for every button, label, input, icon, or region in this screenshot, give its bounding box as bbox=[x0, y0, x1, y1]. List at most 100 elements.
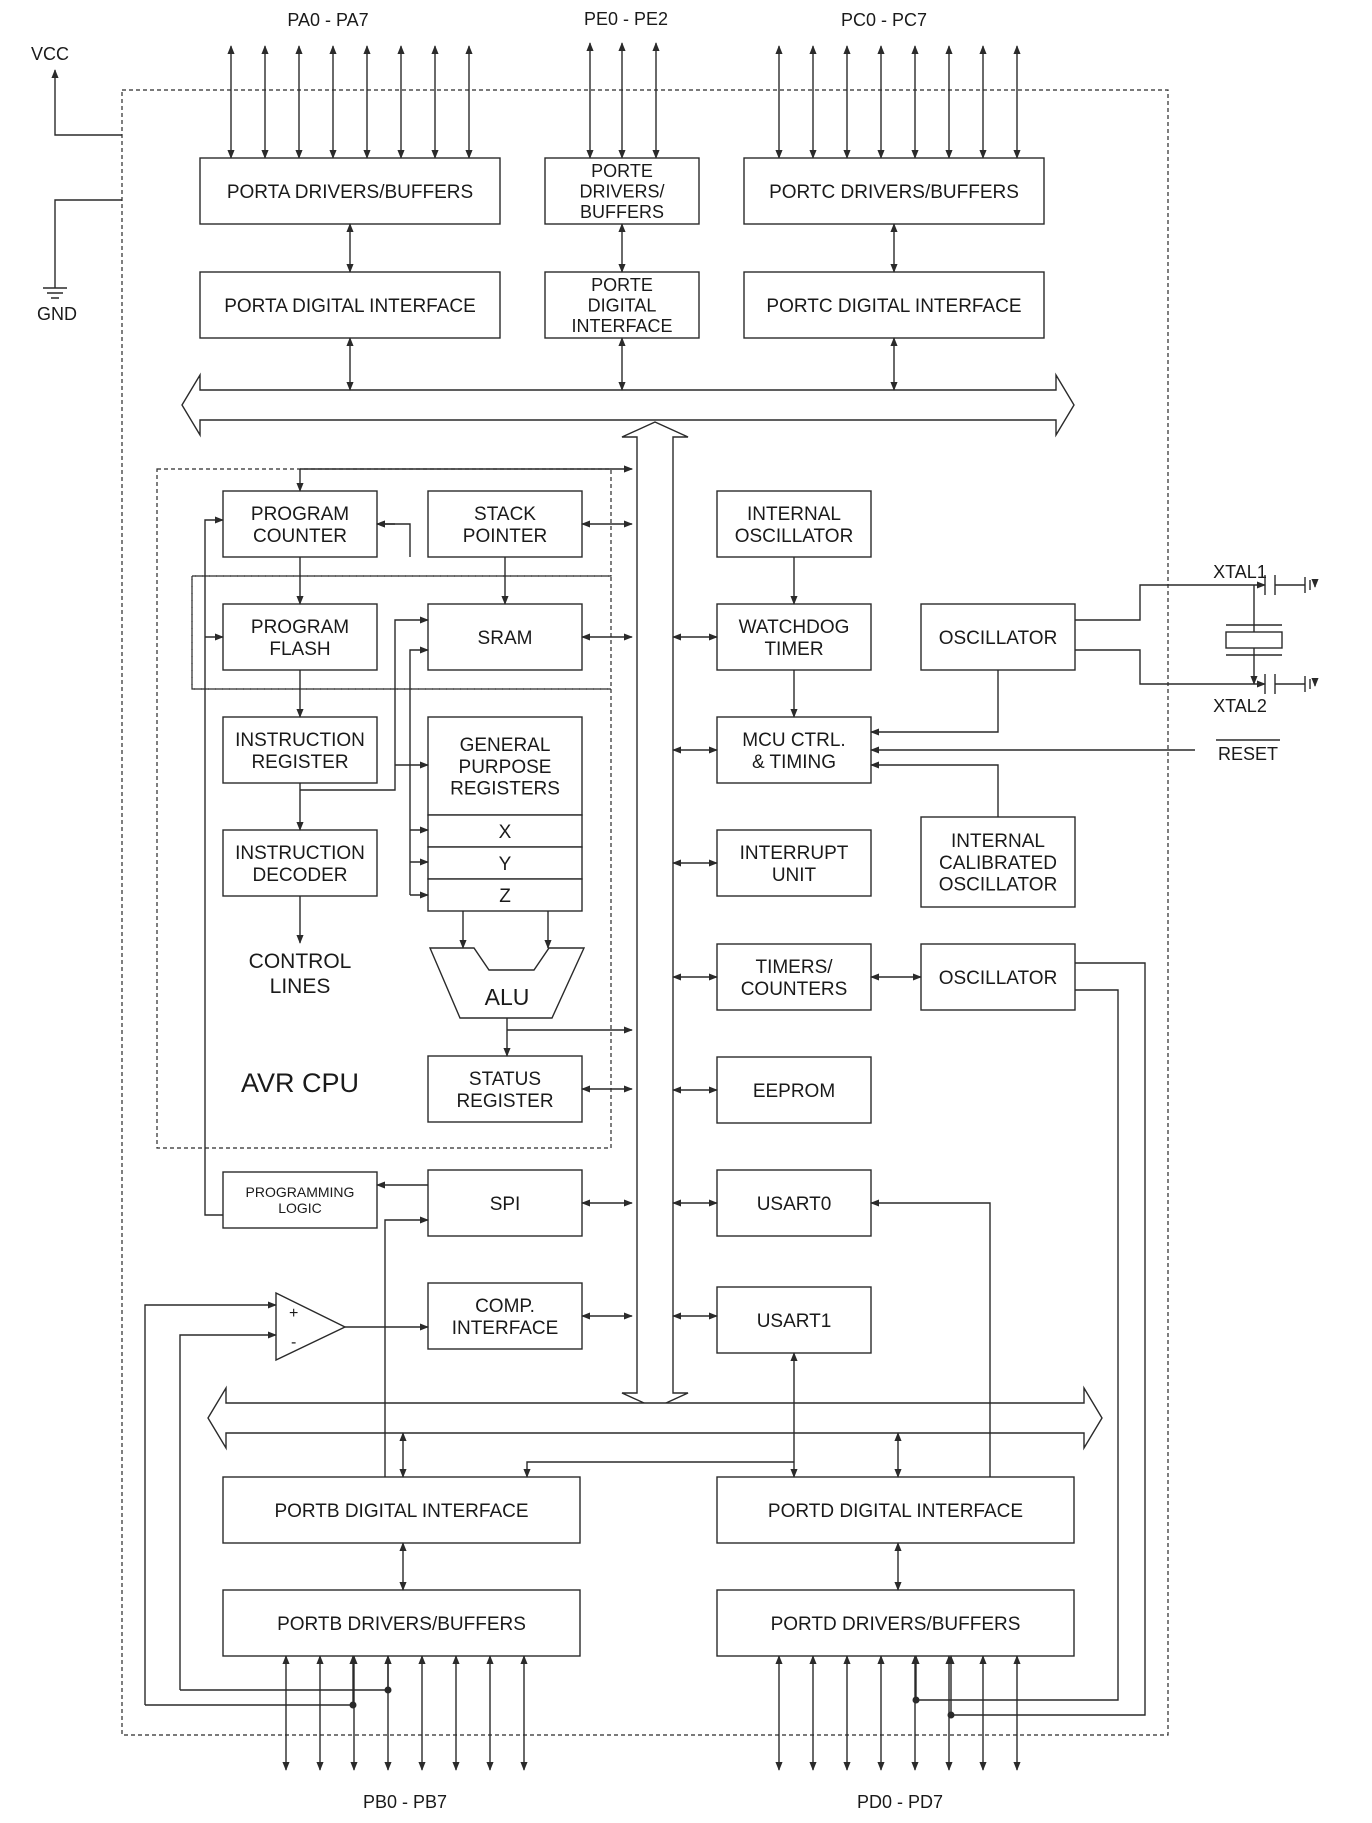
timers-counters-label: COUNTERS bbox=[741, 979, 848, 1000]
stack-pointer-box bbox=[427, 490, 583, 558]
portb-drivers-block: PORTB DRIVERS/BUFFERS bbox=[222, 1589, 581, 1657]
ain1-node bbox=[384, 1686, 392, 1694]
porta-drivers-label: PORTA DRIVERS/BUFFERS bbox=[227, 182, 473, 203]
watchdog-timer-label: WATCHDOG bbox=[739, 617, 850, 638]
z-to-sram bbox=[409, 646, 429, 895]
reg-z-label: Z bbox=[499, 886, 511, 907]
portc-pins bbox=[775, 45, 1021, 159]
porta-digital-block: PORTA DIGITAL INTERFACE bbox=[199, 271, 501, 339]
reg-x-block: X bbox=[427, 814, 583, 848]
program-flash-label: FLASH bbox=[269, 639, 330, 660]
portb-drivers-label: PORTB DRIVERS/BUFFERS bbox=[277, 1614, 526, 1635]
porte-drivers-label: BUFFERS bbox=[580, 202, 664, 222]
vcc-label: VCC bbox=[31, 44, 69, 64]
portc-digital-label: PORTC DIGITAL INTERFACE bbox=[766, 296, 1021, 317]
timers-counters-block: TIMERS/COUNTERS bbox=[716, 943, 872, 1011]
spi-block: SPI bbox=[427, 1169, 583, 1237]
gp-registers-label: GENERAL bbox=[460, 735, 551, 756]
porta-pins bbox=[227, 45, 473, 159]
porta-digital-label: PORTA DIGITAL INTERFACE bbox=[224, 296, 476, 317]
portd-digital-label: PORTD DIGITAL INTERFACE bbox=[768, 1501, 1023, 1522]
osc-to-mcu bbox=[870, 670, 999, 736]
sram-block: SRAM bbox=[427, 603, 583, 671]
programming-logic-box bbox=[222, 1171, 378, 1229]
portb-digital-block: PORTB DIGITAL INTERFACE bbox=[222, 1476, 581, 1544]
portc-drivers-box bbox=[743, 157, 1045, 225]
cap1 bbox=[1264, 575, 1315, 595]
program-counter-box bbox=[222, 490, 378, 558]
internal-calibrated-oscillator-label: INTERNAL bbox=[951, 831, 1045, 852]
oscillator-top-label: OSCILLATOR bbox=[939, 628, 1058, 649]
eeprom-block: EEPROM bbox=[716, 1056, 872, 1124]
portc-digital-block: PORTC DIGITAL INTERFACE bbox=[743, 271, 1045, 339]
usart1-block: USART1 bbox=[716, 1286, 872, 1354]
interrupt-unit-label: INTERRUPT bbox=[740, 843, 849, 864]
gnd-label: GND bbox=[37, 304, 77, 324]
timers-counters-label: TIMERS/ bbox=[755, 957, 833, 978]
porte-drivers-label: DRIVERS/ bbox=[579, 181, 664, 201]
connections bbox=[144, 223, 1315, 1719]
portd-pins bbox=[775, 1655, 1021, 1771]
reg-x-label: X bbox=[499, 822, 512, 843]
programming-logic-label: LOGIC bbox=[278, 1200, 322, 1216]
chip-outline bbox=[121, 89, 1169, 1736]
ain1-to-comp bbox=[179, 1331, 277, 1690]
usart0-box bbox=[716, 1169, 872, 1237]
program-counter-label: PROGRAM bbox=[251, 504, 349, 525]
porta-drivers-block: PORTA DRIVERS/BUFFERS bbox=[199, 157, 501, 225]
portb-pin-label: PB0 - PB7 bbox=[363, 1792, 447, 1812]
ain0-pin bbox=[145, 1655, 357, 1706]
portb-digital-label: PORTB DIGITAL INTERFACE bbox=[274, 1501, 528, 1522]
usart0-block: USART0 bbox=[716, 1169, 872, 1237]
ain0-to-comp bbox=[144, 1301, 277, 1705]
program-counter-label: COUNTER bbox=[253, 526, 347, 547]
portd-to-portb bbox=[523, 1461, 794, 1478]
gp-registers-label: REGISTERS bbox=[450, 779, 560, 800]
watchdog-timer-box bbox=[716, 603, 872, 671]
porta-pin-label: PA0 - PA7 bbox=[287, 10, 368, 30]
comparator-plus: + bbox=[289, 1305, 298, 1322]
cap2 bbox=[1264, 674, 1315, 694]
reg-y-block: Y bbox=[427, 846, 583, 880]
reg-z-block: Z bbox=[427, 878, 583, 912]
vcc-supply: VCC bbox=[31, 44, 122, 136]
gp-registers-box bbox=[427, 716, 583, 816]
data-bus-top bbox=[181, 372, 1075, 438]
tosc1-node bbox=[947, 1711, 955, 1719]
comp-interface-label: INTERFACE bbox=[452, 1318, 559, 1339]
status-register-label: REGISTER bbox=[456, 1091, 553, 1112]
data-bus-bottom bbox=[207, 1385, 1103, 1451]
cpu-region bbox=[156, 468, 612, 1149]
portb-digital-box bbox=[222, 1476, 581, 1544]
internal-oscillator-box bbox=[716, 490, 872, 558]
porte-digital-label: INTERFACE bbox=[571, 316, 672, 336]
xtal2-label: XTAL2 bbox=[1213, 696, 1267, 716]
comparator-minus: - bbox=[291, 1334, 296, 1351]
oscillator-bottom-block: OSCILLATOR bbox=[920, 943, 1076, 1011]
alu: ALU bbox=[428, 947, 586, 1019]
gp-registers-label: PURPOSE bbox=[459, 757, 552, 778]
instruction-register-box bbox=[222, 716, 378, 784]
oscillator-bottom-box bbox=[920, 943, 1076, 1011]
portd-digital-block: PORTD DIGITAL INTERFACE bbox=[716, 1476, 1075, 1544]
calosc-to-mcu bbox=[870, 761, 999, 817]
ir-to-sram bbox=[300, 616, 429, 791]
portd-pin-label: PD0 - PD7 bbox=[857, 1792, 943, 1812]
blocks: PORTA DRIVERS/BUFFERSPORTEDRIVERS/BUFFER… bbox=[199, 157, 1076, 1657]
instruction-decoder-label: INSTRUCTION bbox=[235, 843, 365, 864]
portd-drivers-block: PORTD DRIVERS/BUFFERS bbox=[716, 1589, 1075, 1657]
instruction-register-label: REGISTER bbox=[251, 752, 348, 773]
portb-drivers-box bbox=[222, 1589, 581, 1657]
sram-label: SRAM bbox=[478, 628, 533, 649]
portc-pin-label: PC0 - PC7 bbox=[841, 10, 927, 30]
portc-drivers-label: PORTC DRIVERS/BUFFERS bbox=[769, 182, 1019, 203]
